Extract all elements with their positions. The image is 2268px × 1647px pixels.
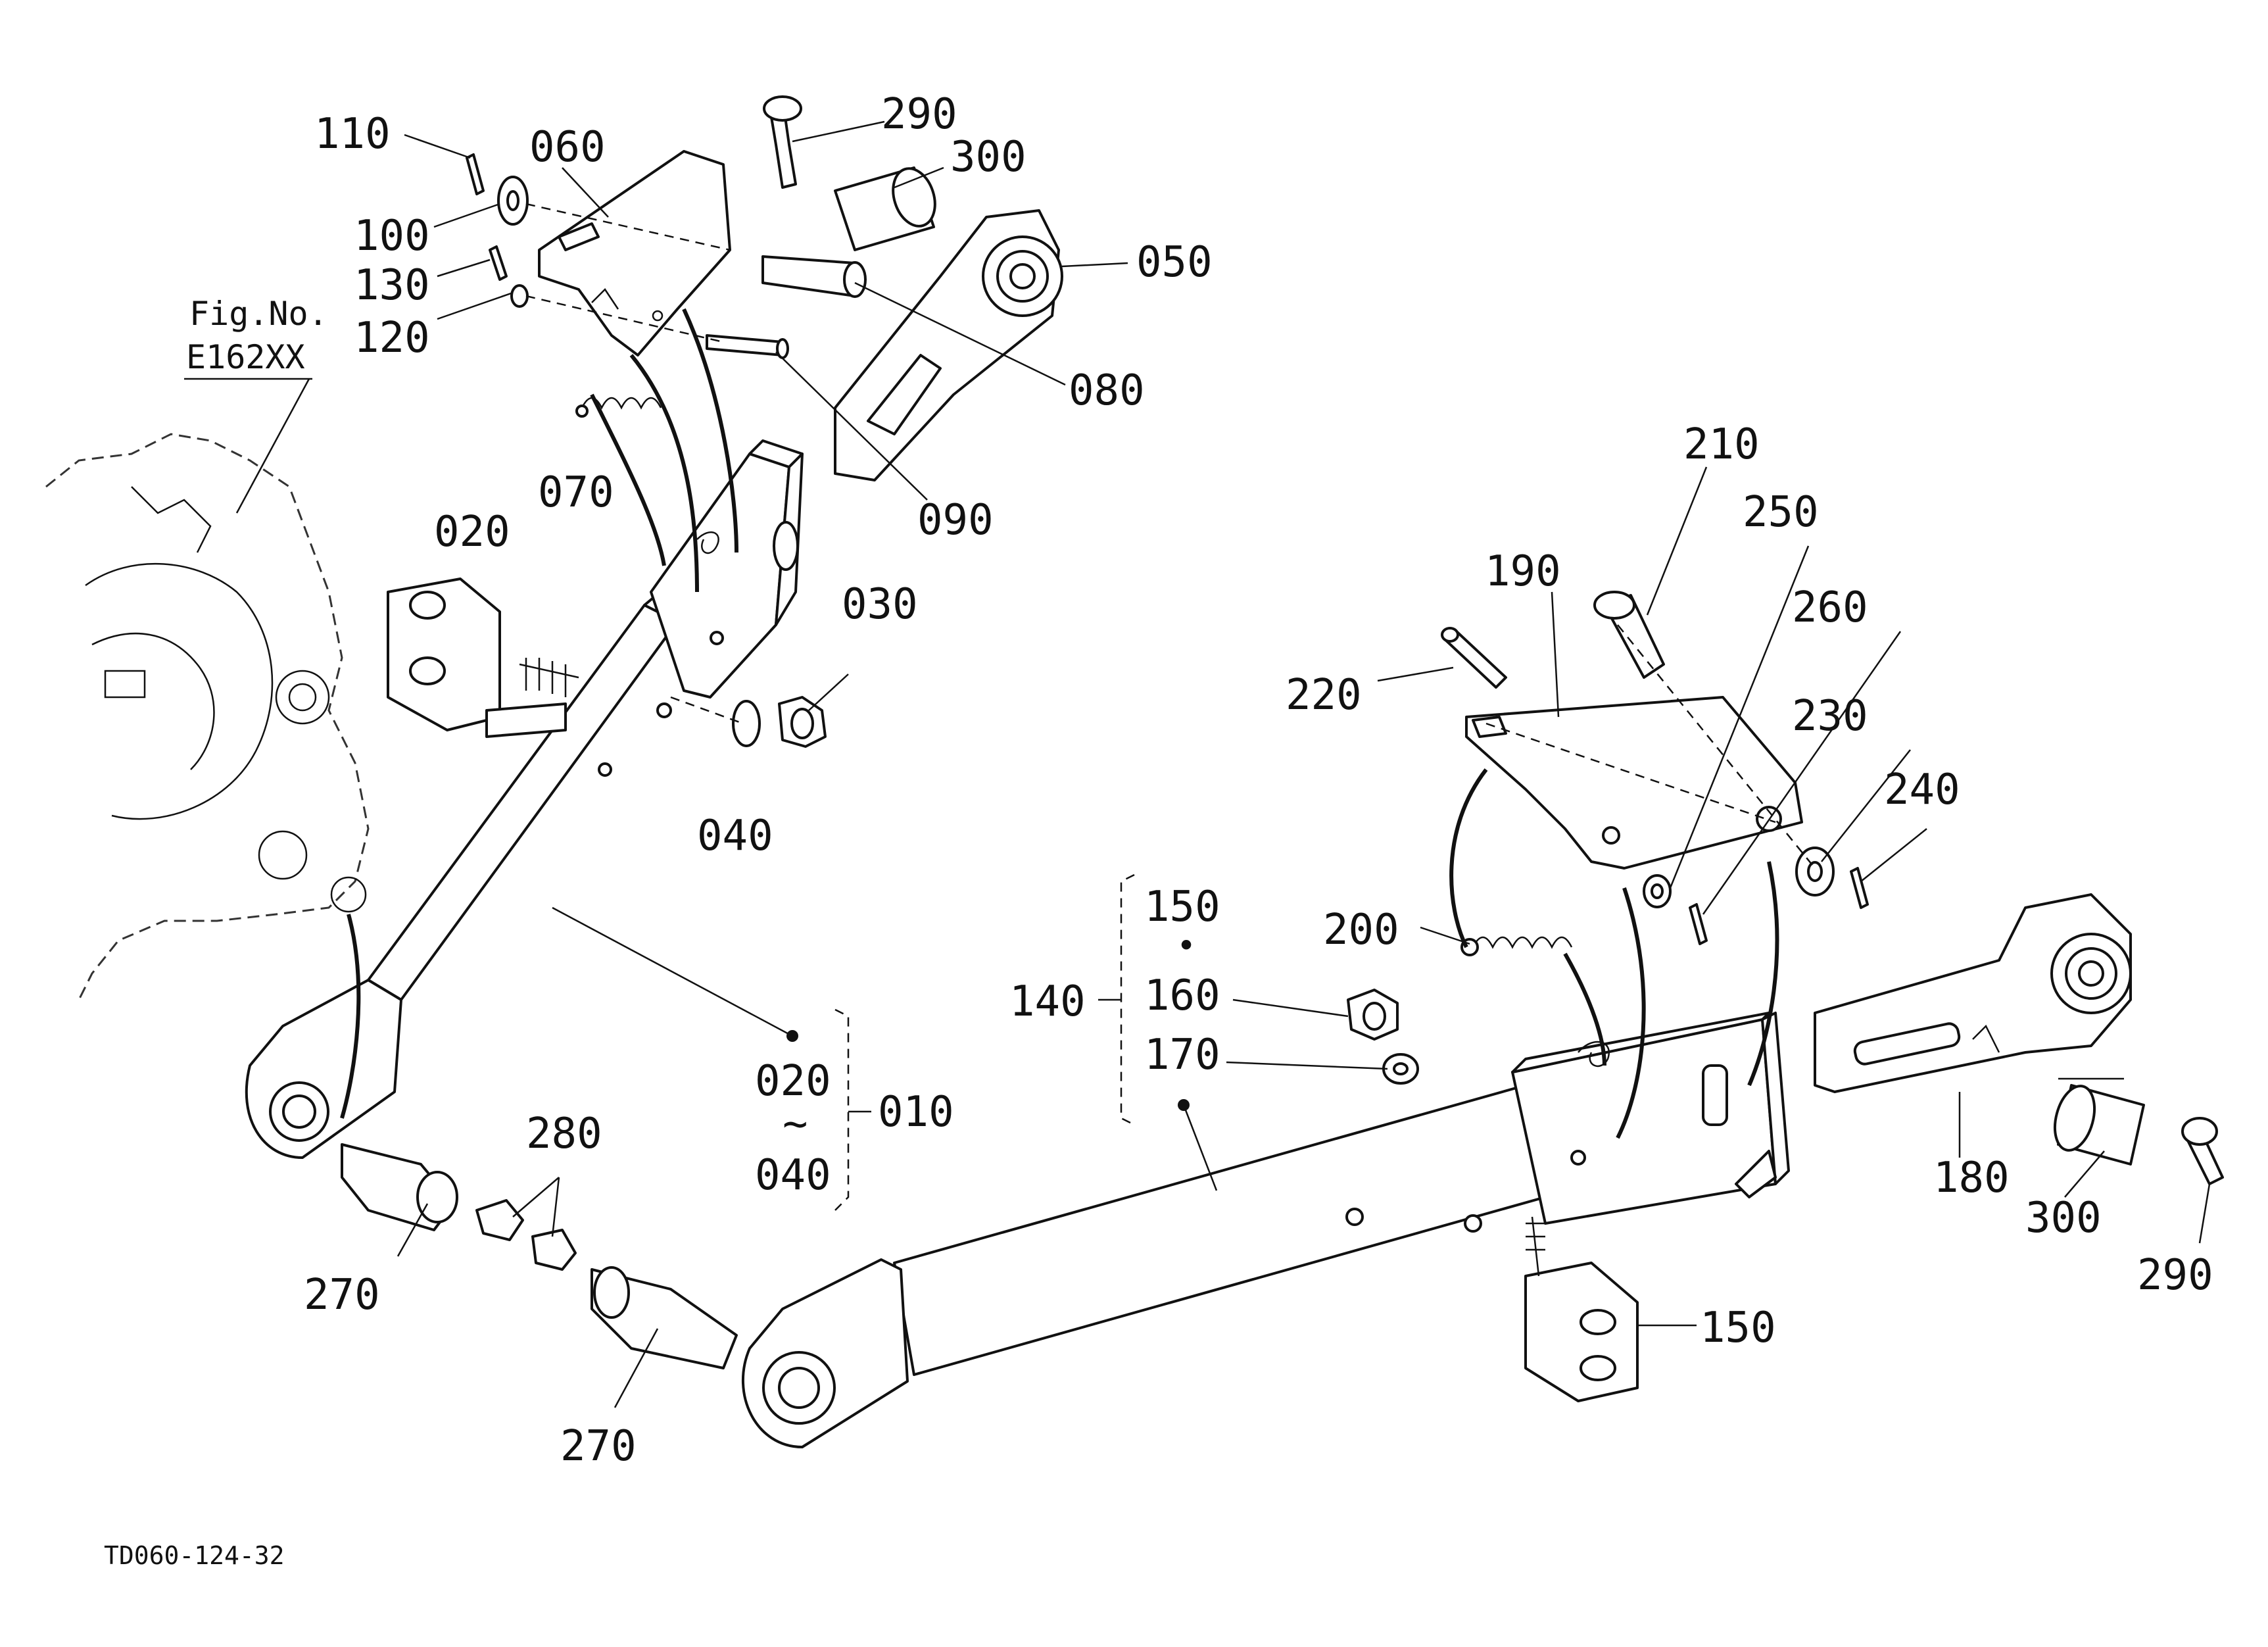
- callout-290-right: 290: [2137, 1251, 2213, 1300]
- callout-220: 220: [1286, 671, 1362, 720]
- callout-230: 230: [1792, 692, 1868, 741]
- callout-070: 070: [538, 468, 614, 517]
- callout-280: 280: [526, 1110, 602, 1158]
- callout-090: 090: [917, 496, 994, 545]
- fig-no-label: Fig.No.: [189, 295, 328, 333]
- tractor-housing-outline: [45, 433, 370, 1000]
- figure-reference: Fig.No. E162XX: [184, 295, 328, 514]
- group-140-item2: 160: [1144, 971, 1220, 1020]
- group-010-to: 040: [755, 1151, 831, 1200]
- callout-100: 100: [354, 212, 430, 260]
- callout-190: 190: [1485, 547, 1561, 596]
- callout-040: 040: [697, 812, 773, 860]
- group-140-dot: [1178, 1099, 1190, 1111]
- callout-080: 080: [1069, 366, 1145, 415]
- callout-200: 200: [1323, 906, 1399, 954]
- group-010-bracket: 020 ~ 040 010: [755, 1008, 954, 1211]
- part-190-bracket: [1465, 696, 1803, 870]
- group-140-assembly: 140: [1009, 977, 1086, 1026]
- callout-210: 210: [1683, 420, 1760, 469]
- callout-270-left: 270: [304, 1271, 380, 1319]
- part-050-link-end: [834, 209, 1063, 481]
- group-140-dot-text: •: [1176, 927, 1196, 965]
- lower-link-left: [245, 439, 804, 1159]
- group-140-item3: 170: [1144, 1031, 1220, 1079]
- part-180-link-end: [1814, 893, 2132, 1093]
- group-140-bracket: 140 150 • 160 170: [1009, 873, 1220, 1126]
- drawing-code: TD060-124-32: [104, 1541, 285, 1570]
- callout-050: 050: [1136, 238, 1213, 287]
- part-060-bracket: [538, 150, 731, 356]
- callout-250: 250: [1743, 488, 1819, 537]
- callout-240: 240: [1884, 766, 1960, 814]
- assembly-arrows: [340, 308, 1779, 1139]
- hardware-parts: [341, 95, 2224, 1402]
- callout-030: 030: [842, 580, 918, 629]
- group-010-from: 020: [755, 1057, 831, 1106]
- callout-150-right: 150: [1700, 1304, 1776, 1352]
- callout-020: 020: [434, 508, 510, 556]
- group-140-item1: 150: [1144, 883, 1220, 931]
- callout-300-top: 300: [950, 133, 1026, 182]
- alignment-lines: [525, 203, 1816, 869]
- leader-lines: [397, 120, 2211, 1408]
- callout-300-right: 300: [2025, 1194, 2102, 1242]
- fig-code-label: E162XX: [186, 338, 305, 376]
- callout-120: 120: [354, 314, 430, 362]
- callout-060: 060: [529, 123, 606, 172]
- group-010-assembly: 010: [878, 1088, 954, 1137]
- callout-270-right: 270: [560, 1422, 637, 1471]
- callout-290-top: 290: [881, 90, 957, 139]
- lower-link-right: [742, 1012, 1790, 1448]
- callout-180: 180: [1933, 1154, 2010, 1202]
- callout-labels: 110 060 290 300 100 130 120 050 080 070 …: [304, 90, 2213, 1471]
- group-010-dot: [786, 1030, 798, 1042]
- callout-260: 260: [1792, 583, 1868, 632]
- callout-130: 130: [354, 261, 430, 310]
- callout-110: 110: [314, 110, 391, 159]
- group-010-tilde: ~: [783, 1100, 808, 1148]
